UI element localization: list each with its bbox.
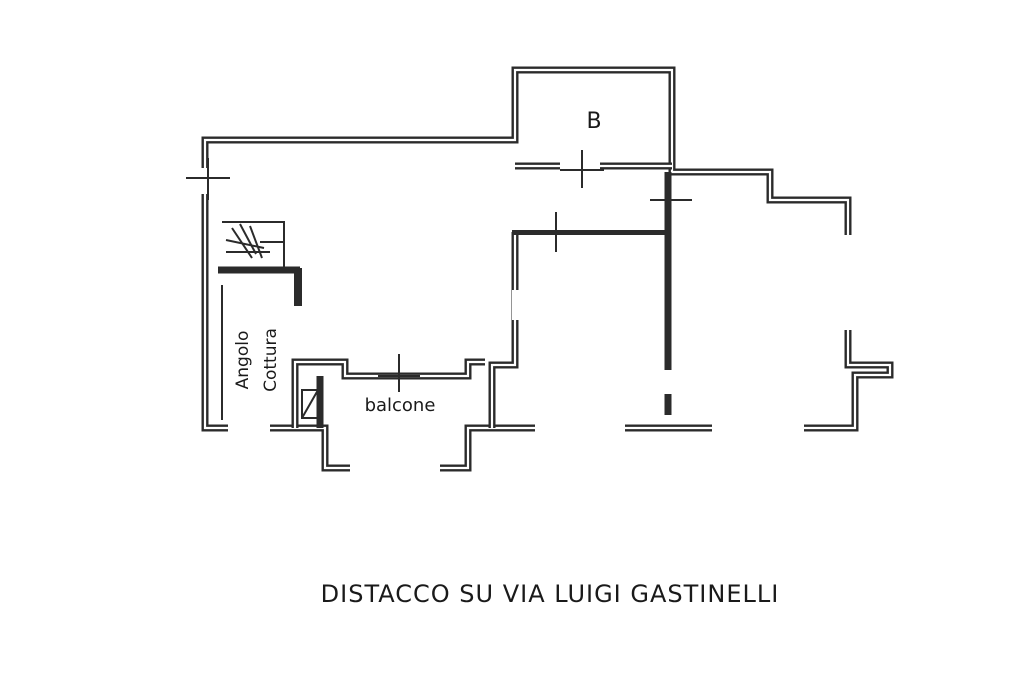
storage-room: B	[515, 109, 672, 172]
staircase-icon	[222, 221, 285, 269]
plan-caption: DISTACCO SU VIA LUIGI GASTINELLI	[320, 580, 780, 608]
storage-room-label: B	[586, 109, 601, 134]
section-cross-icon	[186, 150, 692, 392]
balcony-label: balcone	[365, 395, 436, 416]
interior-walls	[218, 172, 672, 428]
kitchen-label-line1: Angolo	[233, 331, 253, 390]
outer-wall	[201, 66, 894, 472]
kitchen-label-line2: Cottura	[261, 328, 281, 392]
door-swing-icon	[301, 389, 319, 419]
